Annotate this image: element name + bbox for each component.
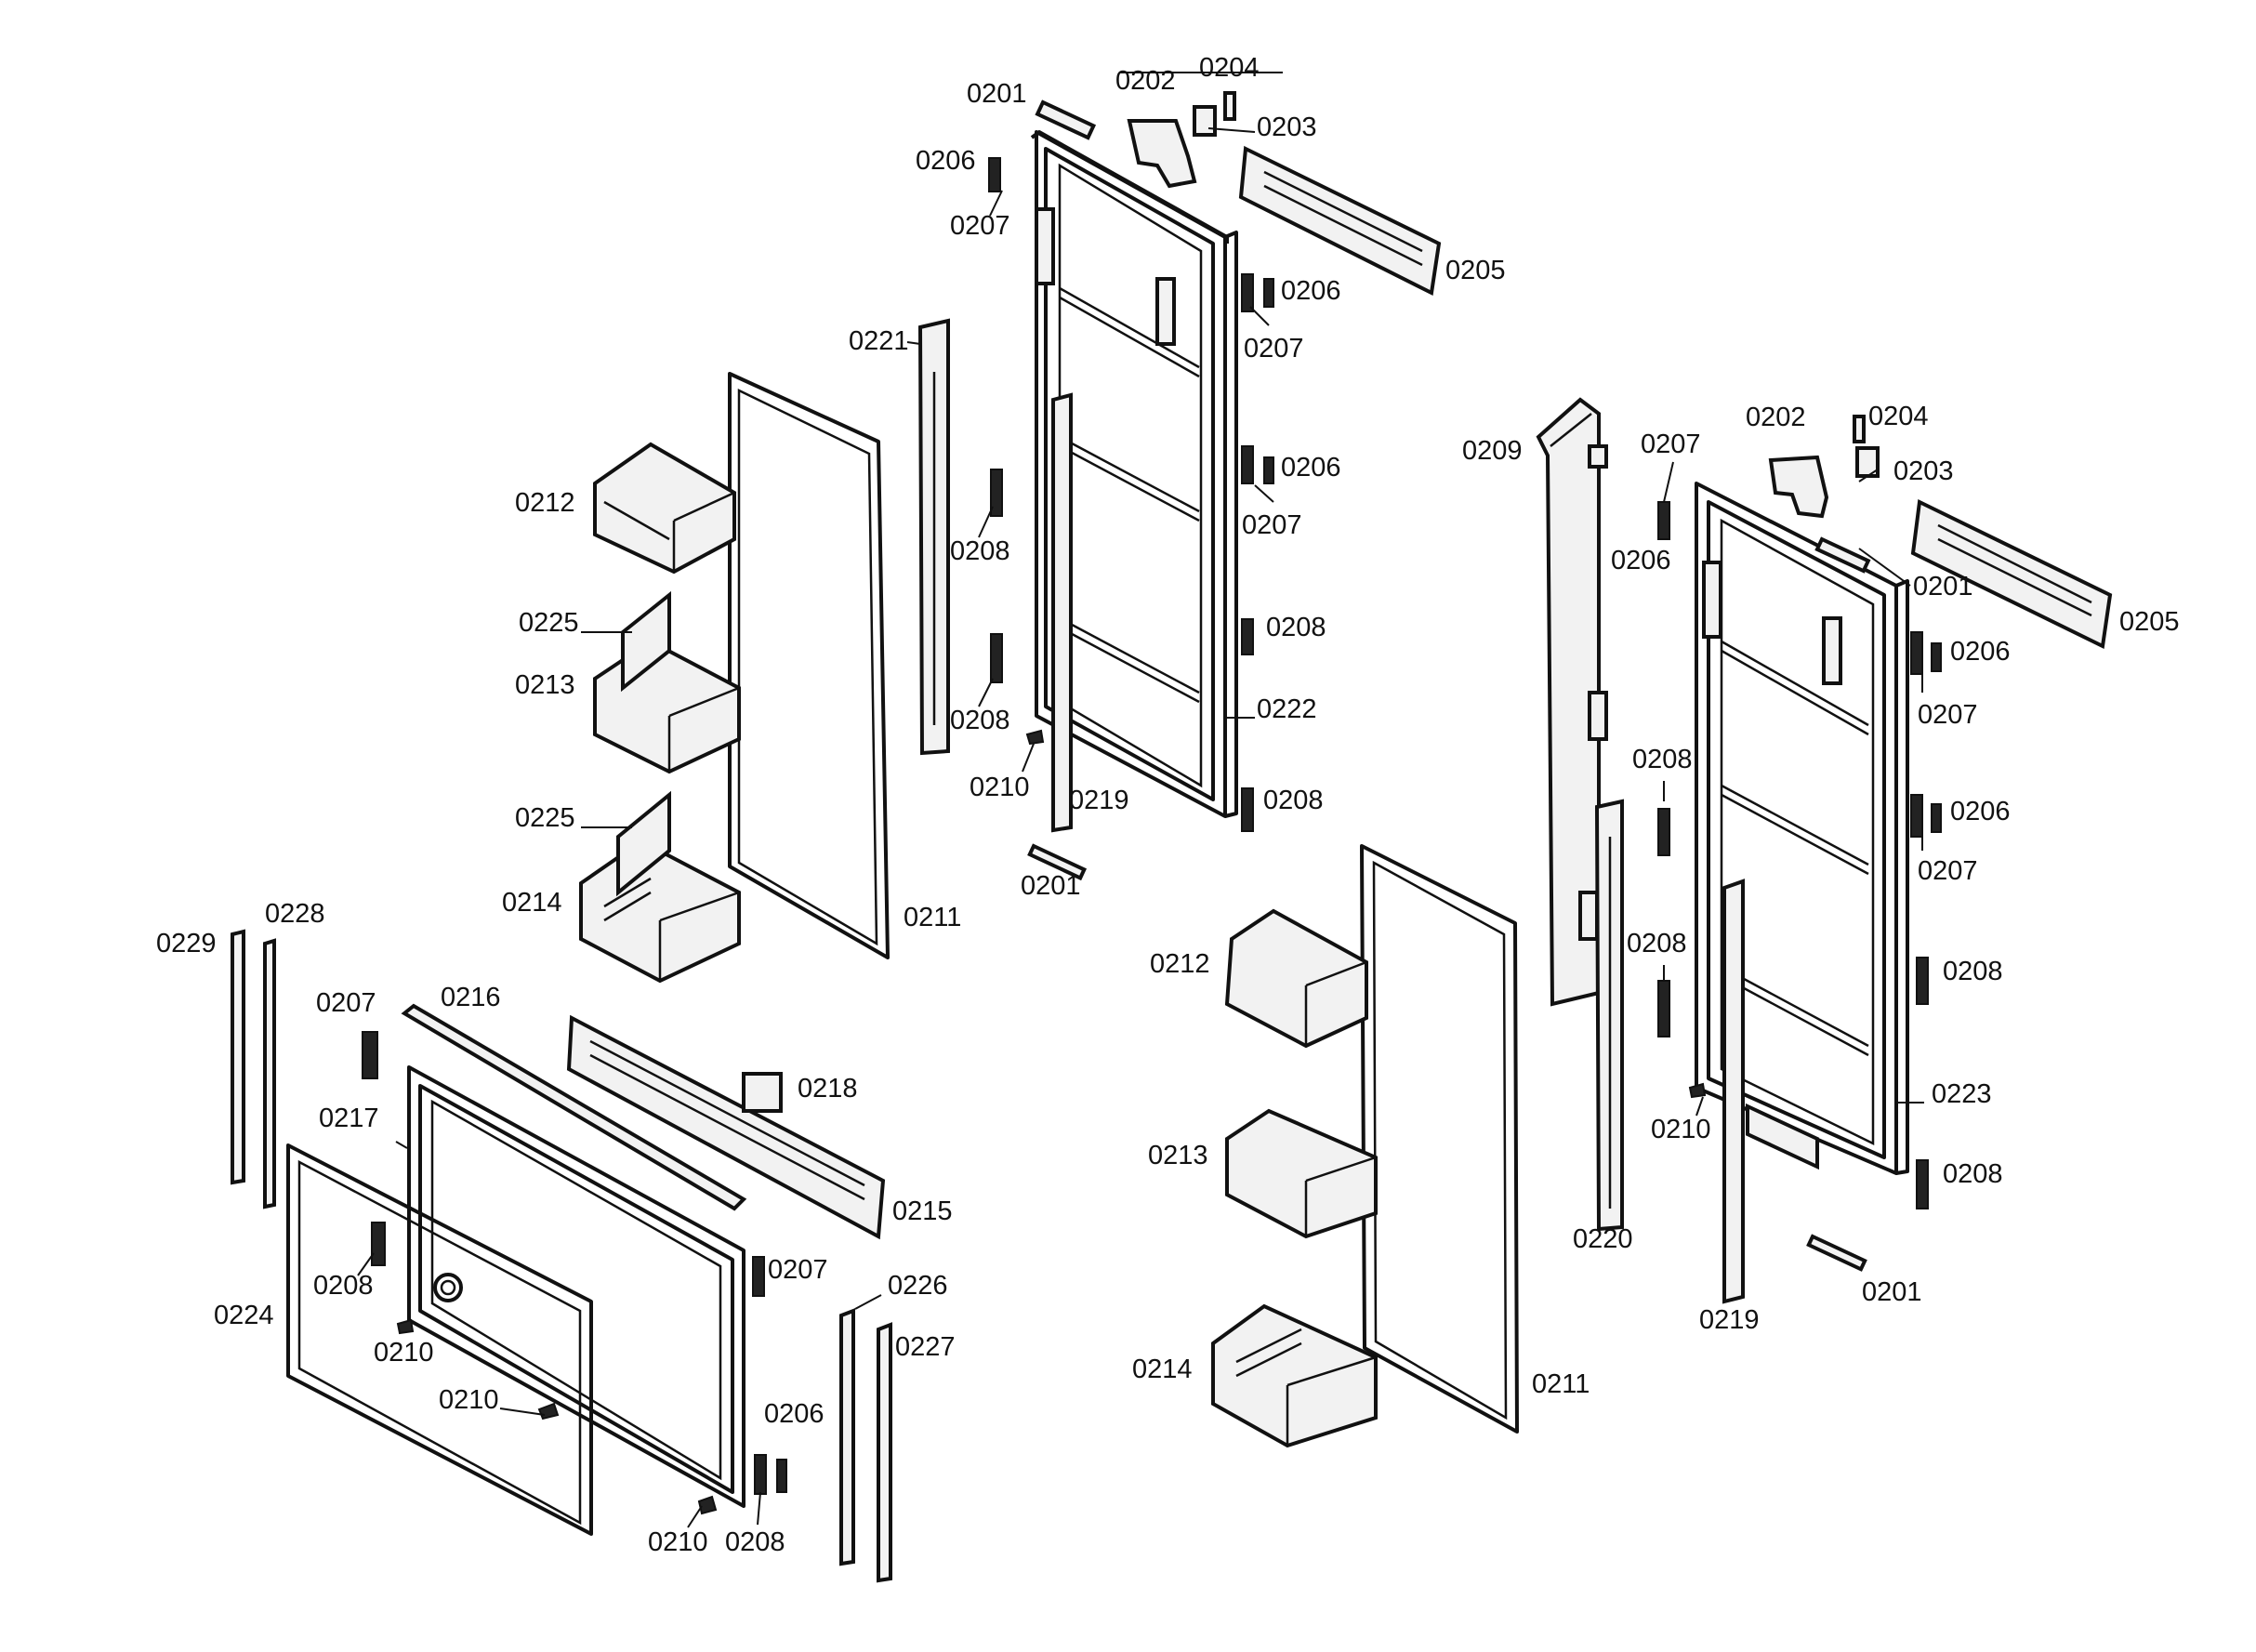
part-label-0210: 0210 <box>648 1527 708 1557</box>
freezer-strips <box>231 929 892 1583</box>
part-label-0213: 0213 <box>1148 1141 1208 1170</box>
part-label-0201: 0201 <box>1021 871 1081 901</box>
part-label-0208: 0208 <box>1943 1159 2003 1189</box>
right-small-parts <box>1657 501 1942 1272</box>
freezer-gasket-0224 <box>286 1143 593 1536</box>
part-label-0226: 0226 <box>888 1271 948 1301</box>
part-label-0211: 0211 <box>1532 1369 1590 1399</box>
part-label-0206: 0206 <box>1281 453 1341 482</box>
part-label-0207: 0207 <box>1244 334 1304 363</box>
part-label-0215: 0215 <box>892 1196 953 1226</box>
part-label-0208: 0208 <box>313 1271 374 1301</box>
part-label-0206: 0206 <box>1611 546 1671 575</box>
left-gasket-0211 <box>728 372 890 959</box>
part-label-0204: 0204 <box>1868 402 1929 431</box>
part-label-0216: 0216 <box>441 983 501 1012</box>
part-label-0201: 0201 <box>1913 572 1973 601</box>
part-label-0225: 0225 <box>519 608 579 638</box>
part-label-0208: 0208 <box>1263 786 1324 815</box>
right-gasket-0211 <box>1360 844 1519 1434</box>
part-label-0208: 0208 <box>1943 957 2003 986</box>
part-label-0210: 0210 <box>439 1385 499 1415</box>
part-label-0209: 0209 <box>1462 436 1523 466</box>
part-label-0219: 0219 <box>1699 1305 1760 1335</box>
left-bar-0219 <box>1051 392 1073 833</box>
right-bar-0219 <box>1722 879 1745 1304</box>
part-number-labels: 0201 0202 0204 0203 0206 0207 0205 0206 0207 0221… <box>156 53 2180 1557</box>
part-label-0207: 0207 <box>1918 856 1978 886</box>
part-label-0210: 0210 <box>970 773 1030 802</box>
part-label-0202: 0202 <box>1115 66 1176 96</box>
part-label-0205: 0205 <box>1445 256 1506 285</box>
right-door-frame <box>1695 482 1909 1175</box>
right-strip-0220 <box>1594 799 1624 1232</box>
part-label-0214: 0214 <box>502 888 562 918</box>
right-bins <box>1211 908 1378 1448</box>
part-label-0203: 0203 <box>1257 112 1317 142</box>
part-label-0205: 0205 <box>2119 607 2180 637</box>
part-label-0202: 0202 <box>1746 403 1806 432</box>
part-label-0212: 0212 <box>515 488 575 518</box>
part-label-0213: 0213 <box>515 670 575 700</box>
part-label-0208: 0208 <box>1266 613 1326 642</box>
part-label-0208: 0208 <box>950 536 1010 566</box>
part-label-0207: 0207 <box>1918 700 1978 730</box>
part-label-0212: 0212 <box>1150 949 1210 979</box>
part-label-0222: 0222 <box>1257 694 1317 724</box>
part-label-0208: 0208 <box>1627 929 1687 958</box>
left-top-cover-0205 <box>1238 145 1442 297</box>
freezer-small-parts <box>362 1031 787 1515</box>
part-label-0201: 0201 <box>967 79 1027 109</box>
part-label-0223: 0223 <box>1932 1079 1992 1109</box>
part-label-0207: 0207 <box>316 988 376 1018</box>
part-label-0206: 0206 <box>916 146 976 176</box>
left-small-parts <box>988 157 1274 881</box>
part-label-0204: 0204 <box>1199 53 1260 83</box>
part-label-0227: 0227 <box>895 1332 956 1362</box>
part-label-0214: 0214 <box>1132 1355 1193 1384</box>
part-label-0217: 0217 <box>319 1104 379 1133</box>
part-label-0210: 0210 <box>374 1338 434 1368</box>
part-label-0207: 0207 <box>1641 430 1701 459</box>
part-label-0221: 0221 <box>849 326 909 356</box>
part-label-0206: 0206 <box>764 1399 825 1429</box>
part-label-0210: 0210 <box>1651 1115 1711 1144</box>
freezer-bar-0216 <box>401 1003 747 1211</box>
part-label-0203: 0203 <box>1893 456 1954 486</box>
part-label-0211: 0211 <box>904 903 961 932</box>
part-label-0208: 0208 <box>950 706 1010 735</box>
part-label-0208: 0208 <box>725 1527 785 1557</box>
part-label-0228: 0228 <box>265 899 325 929</box>
right-top-cover-0205 <box>1910 498 2113 650</box>
part-label-0206: 0206 <box>1281 276 1341 306</box>
part-label-0207: 0207 <box>950 211 1010 241</box>
part-label-0206: 0206 <box>1950 637 2011 667</box>
left-bins <box>579 442 741 984</box>
freezer-cover-0215 <box>566 1014 886 1240</box>
part-label-0220: 0220 <box>1573 1224 1633 1254</box>
part-label-0229: 0229 <box>156 929 217 958</box>
left-door-frame <box>1030 130 1238 818</box>
part-label-0207: 0207 <box>1242 510 1302 540</box>
part-label-0219: 0219 <box>1069 786 1129 815</box>
part-label-0201: 0201 <box>1862 1277 1922 1307</box>
left-strip-0221 <box>917 318 950 756</box>
leader-lines <box>357 72 1924 1528</box>
left-hinge-top <box>1035 91 1236 189</box>
part-label-0224: 0224 <box>214 1301 274 1330</box>
part-label-0206: 0206 <box>1950 797 2011 826</box>
right-hinge-top <box>1768 415 1880 574</box>
part-label-0207: 0207 <box>768 1255 828 1285</box>
part-label-0225: 0225 <box>515 803 575 833</box>
part-label-0218: 0218 <box>798 1074 858 1104</box>
freezer-door-0217 <box>407 1065 745 1508</box>
part-label-0208: 0208 <box>1632 745 1693 774</box>
